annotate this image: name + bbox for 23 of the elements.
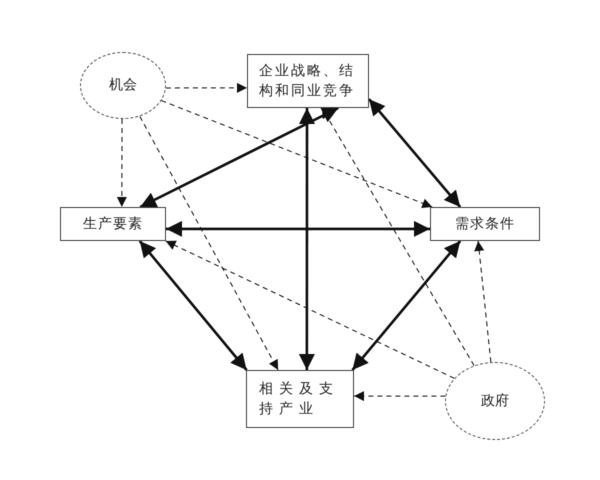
factor-box	[430, 207, 540, 241]
double-arrow	[351, 240, 462, 371]
dashed-arrow	[474, 240, 492, 363]
dashed-arrow	[354, 391, 446, 402]
node-label: 需求条件	[455, 214, 515, 234]
node-label: 政府	[481, 392, 509, 411]
node-label: 生产要素	[83, 214, 143, 234]
double-arrow	[368, 98, 462, 208]
dashed-arrow	[116, 118, 127, 208]
factor-box	[246, 370, 354, 428]
dashed-arrow	[160, 100, 433, 208]
dashed-arrow	[139, 116, 279, 370]
double-arrow	[298, 108, 315, 370]
node-label: 企业战略、结构和同业竞争	[259, 62, 356, 101]
dashed-arrow	[165, 240, 455, 379]
double-arrow	[140, 106, 339, 208]
factor-box	[247, 54, 369, 108]
node-label: 机会	[109, 76, 137, 96]
node-label: 相关及支持产业	[259, 380, 340, 419]
factor-box	[60, 207, 166, 241]
dashed-arrow	[165, 82, 248, 93]
double-arrow	[166, 220, 430, 237]
double-arrow	[138, 240, 248, 371]
